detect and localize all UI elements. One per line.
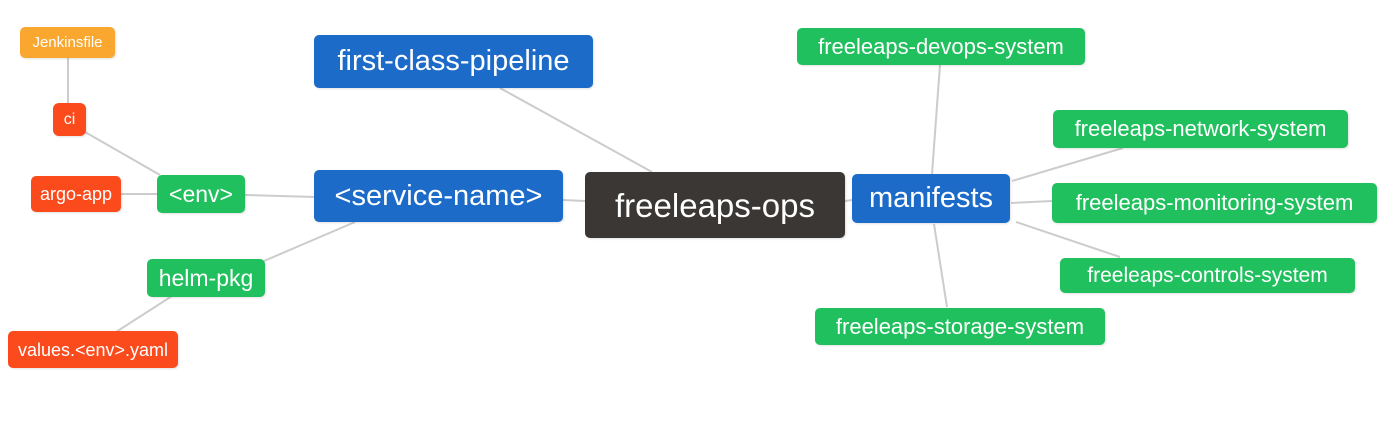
node-freeleaps-network-system[interactable]: freeleaps-network-system bbox=[1053, 110, 1348, 148]
node-label: freeleaps-monitoring-system bbox=[1075, 190, 1354, 215]
edge-helm-pkg-values bbox=[115, 295, 173, 333]
node-freeleaps-monitoring-system[interactable]: freeleaps-monitoring-system bbox=[1052, 183, 1377, 223]
edge-manifests-controls bbox=[1015, 221, 1121, 258]
node-freeleaps-devops-system[interactable]: freeleaps-devops-system bbox=[797, 28, 1085, 65]
node-freeleaps-controls-system[interactable]: freeleaps-controls-system bbox=[1060, 258, 1355, 293]
node-label: freeleaps-storage-system bbox=[835, 313, 1085, 339]
node-label: freeleaps-network-system bbox=[1074, 116, 1327, 141]
node-env[interactable]: <env> bbox=[157, 175, 245, 213]
node-helm-pkg[interactable]: helm-pkg bbox=[147, 259, 265, 297]
edge-env-service-name bbox=[244, 194, 316, 198]
node-label: first-class-pipeline bbox=[337, 45, 570, 77]
node-label: freeleaps-ops bbox=[615, 186, 815, 224]
node-label: argo-app bbox=[39, 184, 113, 204]
edge-ops-manifests bbox=[844, 199, 853, 202]
node-label: Jenkinsfile bbox=[32, 34, 103, 51]
edge-ci-env bbox=[84, 131, 161, 176]
edge-manifests-network bbox=[1011, 147, 1124, 182]
node-label: ci bbox=[63, 110, 76, 128]
node-label: <service-name> bbox=[334, 179, 543, 212]
node-ci[interactable]: ci bbox=[53, 103, 86, 136]
edge-manifests-devops bbox=[931, 64, 941, 175]
node-jenkinsfile[interactable]: Jenkinsfile bbox=[20, 27, 115, 58]
node-freeleaps-storage-system[interactable]: freeleaps-storage-system bbox=[815, 308, 1105, 345]
edge-pipeline-freeleaps-ops bbox=[499, 87, 653, 173]
edge-manifests-monitoring bbox=[1010, 200, 1053, 204]
node-label: freeleaps-controls-system bbox=[1087, 264, 1328, 287]
edge-service-name-helm-pkg bbox=[263, 221, 356, 262]
node-service-name[interactable]: <service-name> bbox=[314, 170, 563, 222]
node-label: manifests bbox=[868, 182, 994, 214]
node-values-env-yaml[interactable]: values.<env>.yaml bbox=[8, 331, 178, 368]
node-first-class-pipeline[interactable]: first-class-pipeline bbox=[314, 35, 593, 88]
node-label: <env> bbox=[169, 180, 233, 207]
node-label: helm-pkg bbox=[158, 264, 254, 291]
edge-manifests-storage bbox=[933, 223, 948, 308]
node-freeleaps-ops-root[interactable]: freeleaps-ops bbox=[585, 172, 845, 238]
node-manifests[interactable]: manifests bbox=[852, 174, 1010, 223]
node-label: freeleaps-devops-system bbox=[818, 33, 1064, 59]
node-argo-app[interactable]: argo-app bbox=[31, 176, 121, 212]
node-label: values.<env>.yaml bbox=[17, 339, 169, 360]
edge-service-name-ops bbox=[562, 199, 586, 202]
